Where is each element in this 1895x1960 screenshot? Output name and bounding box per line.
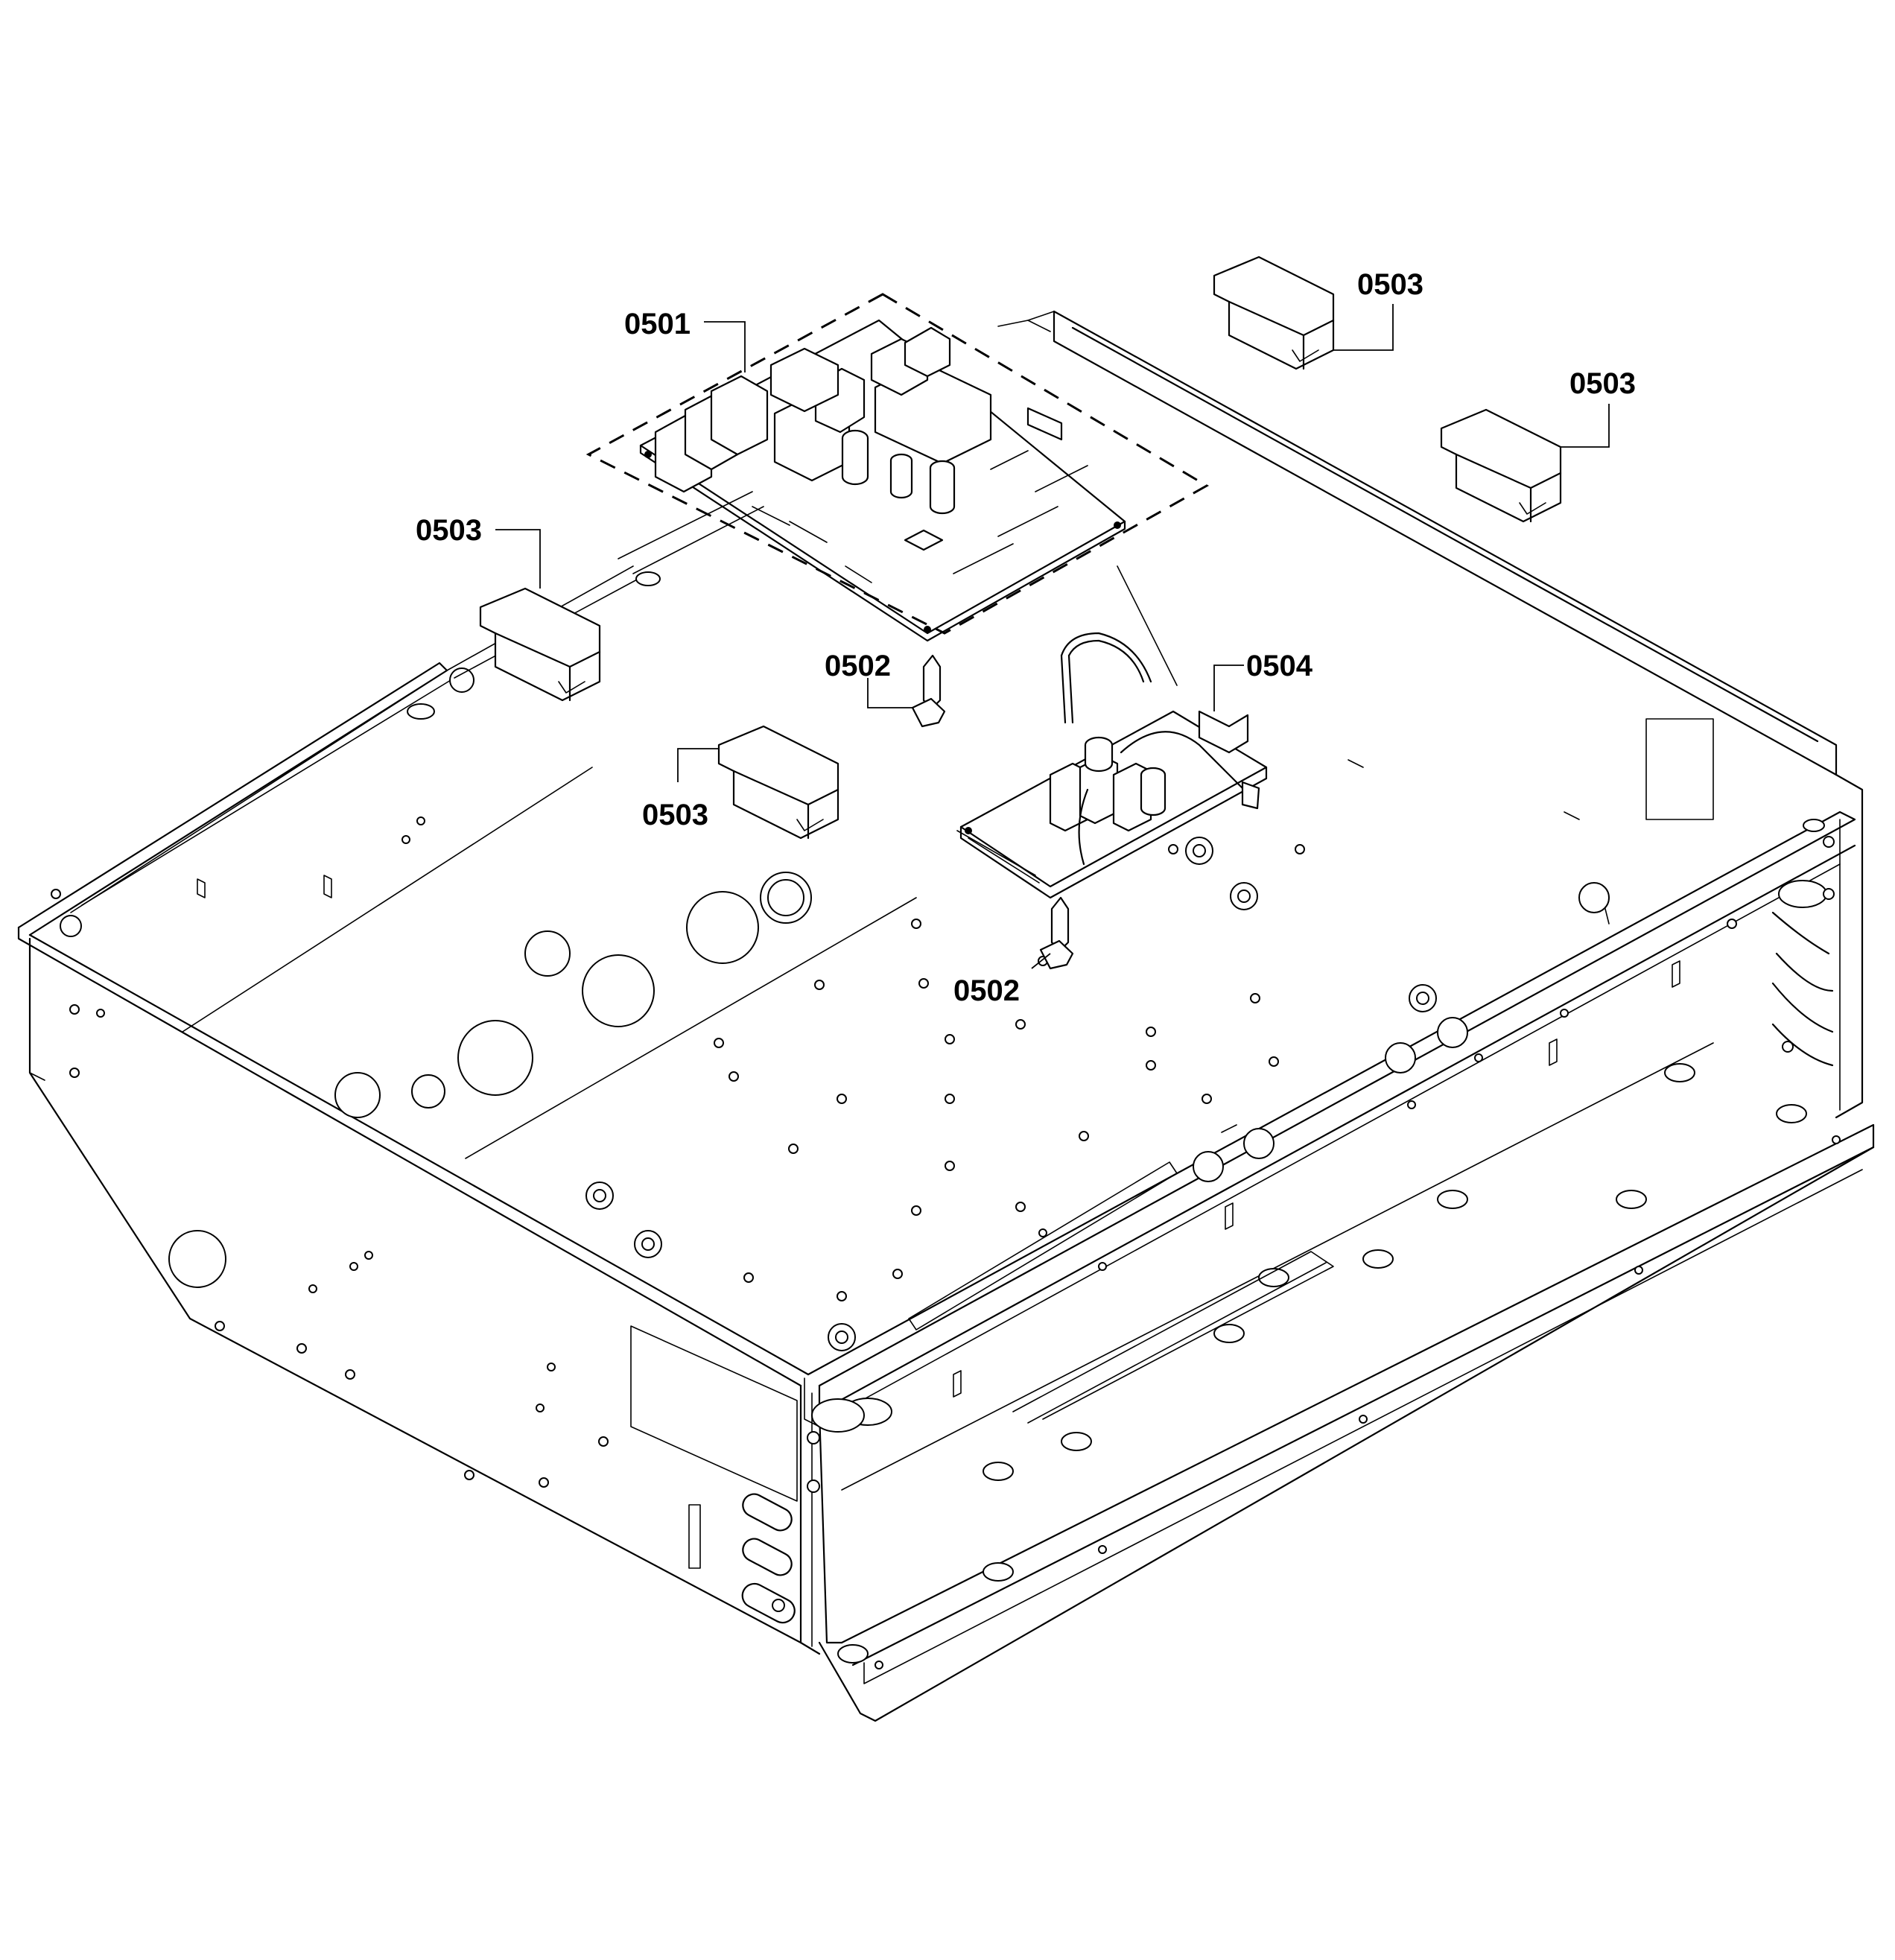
callout-leader-0502	[1031, 953, 1051, 969]
chassis-housing	[17, 310, 1875, 1722]
callout-leader-0501	[704, 321, 746, 372]
callout-leader-0504	[1213, 665, 1244, 711]
callout-layer: 0501 0503 0503 0503 0503 0502 0504 0502	[416, 268, 1636, 1007]
part-0502-standoff-upper	[911, 654, 946, 728]
callout-label-0503: 0503	[1357, 268, 1423, 301]
callout-label-0503: 0503	[1569, 367, 1636, 400]
callout-leader-0502	[867, 678, 912, 708]
callout-leader-0503	[677, 748, 719, 782]
callout-leader-0503	[495, 529, 541, 589]
callout-label-0501: 0501	[624, 308, 691, 340]
callout-label-0502: 0502	[953, 974, 1020, 1007]
callout-label-0503: 0503	[416, 514, 482, 547]
callout-label-0504: 0504	[1246, 650, 1313, 682]
part-0503-terminal-block-right	[1440, 408, 1562, 523]
callout-label-0502: 0502	[825, 650, 891, 682]
part-0504-filter-board	[956, 632, 1268, 899]
callout-leader-0503	[1561, 404, 1610, 448]
callout-label-0503: 0503	[642, 799, 708, 831]
part-0501-control-board	[585, 293, 1210, 642]
callout-leader-0503	[1333, 304, 1394, 351]
part-0503-terminal-block-center	[717, 725, 839, 840]
part-0503-terminal-block-left	[479, 587, 601, 702]
part-0502-standoff-lower	[1039, 896, 1074, 970]
part-0503-terminal-block-rear	[1213, 256, 1335, 370]
